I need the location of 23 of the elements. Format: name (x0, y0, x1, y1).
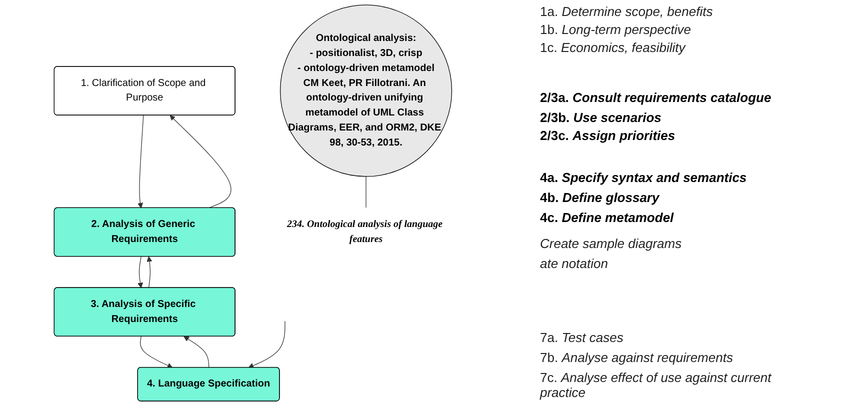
step-note: 1a. Determine scope, benefits (540, 4, 713, 19)
arrow (138, 256, 143, 288)
arrow (248, 320, 286, 368)
node-text: 234. Ontological analysis of language features (287, 218, 443, 244)
step-note: ate notation (540, 256, 608, 271)
step-note: Create sample diagrams (540, 236, 682, 251)
step-note: 4c. Define metamodel (540, 210, 674, 225)
arrow (170, 115, 232, 208)
step-note: 2/3c. Assign priorities (540, 128, 676, 143)
step-note: 7b. Analyse against requirements (540, 350, 733, 365)
arrow (146, 256, 152, 288)
arrow (140, 336, 173, 368)
step-note: 1c. Economics, feasibility (540, 40, 686, 55)
step-note: 4b. Define glossary (540, 190, 660, 205)
step-note: 7a. Test cases (540, 330, 624, 345)
arrow (184, 336, 210, 368)
node-circle: Ontological analysis: - positionalist, 3D, crisp - ontology-driven metamodel CM Keet, PR Fillotrani. An ontology-driven unifying metamodel of UML Class Diagrams, EER, and ORM2, DKE 98, 30-53, 2015. (280, 4, 452, 177)
step-note: 7c. Analyse effect of use against current practice (540, 370, 773, 400)
step-note: 1b. Long-term perspective (540, 22, 692, 37)
step-note: 2/3a. Consult requirements catalogue (540, 90, 772, 105)
step-note: 4a. Specify syntax and semantics (540, 170, 747, 185)
step-note: 2/3b. Use scenarios (540, 110, 662, 125)
arrow (138, 115, 144, 208)
